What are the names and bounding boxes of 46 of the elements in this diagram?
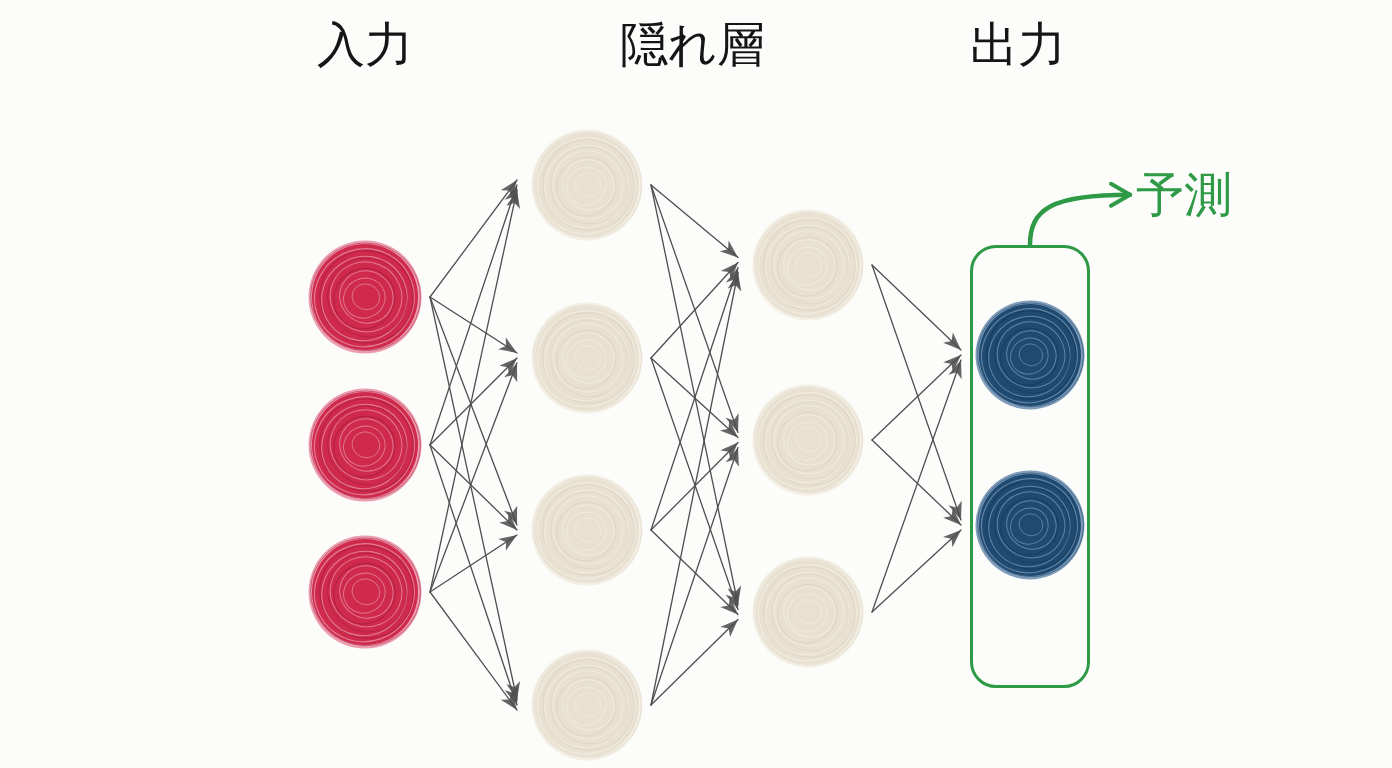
neuron-circle (752, 384, 864, 496)
neuron-circle (308, 240, 422, 354)
arrow (429, 296, 518, 526)
arrow (429, 184, 518, 446)
neuron-circle (531, 302, 643, 414)
arrow (871, 359, 962, 613)
arrow (429, 362, 518, 593)
arrow (871, 439, 962, 526)
column-title: 出力 (970, 16, 1066, 74)
neuron-circle (308, 535, 422, 649)
arrow (1027, 182, 1133, 248)
neuron-circle (531, 474, 643, 586)
arrow (871, 264, 962, 351)
arrow (650, 184, 742, 606)
arrow (429, 444, 518, 706)
arrow (650, 261, 739, 359)
neuron-circle (975, 470, 1085, 580)
arrow (650, 357, 739, 439)
neuron-circle (308, 388, 422, 502)
arrow (429, 591, 518, 711)
arrow (650, 441, 739, 531)
arrow (650, 184, 739, 259)
arrow (429, 534, 518, 593)
arrow (650, 618, 739, 706)
arrow (871, 354, 962, 441)
neuron-circle (531, 649, 643, 761)
arrow (871, 264, 962, 521)
arrow (429, 296, 521, 701)
arrow (650, 446, 739, 706)
neuron-circle (752, 209, 864, 321)
arrow (650, 184, 739, 434)
arrow (429, 296, 518, 354)
neuron-circle (752, 556, 864, 668)
arrow (650, 266, 739, 531)
column-title: 入力 (317, 16, 413, 74)
arrow (650, 357, 739, 611)
neuron-circle (975, 300, 1085, 410)
highlight-box (970, 245, 1090, 688)
column-title: 隠れ層 (619, 16, 765, 74)
arrow (429, 179, 518, 298)
arrow (871, 529, 962, 613)
node-label: 予測 (1136, 166, 1232, 224)
arrow (650, 529, 739, 616)
neuron-circle (531, 129, 643, 241)
arrow (429, 444, 518, 531)
arrow (429, 357, 518, 446)
